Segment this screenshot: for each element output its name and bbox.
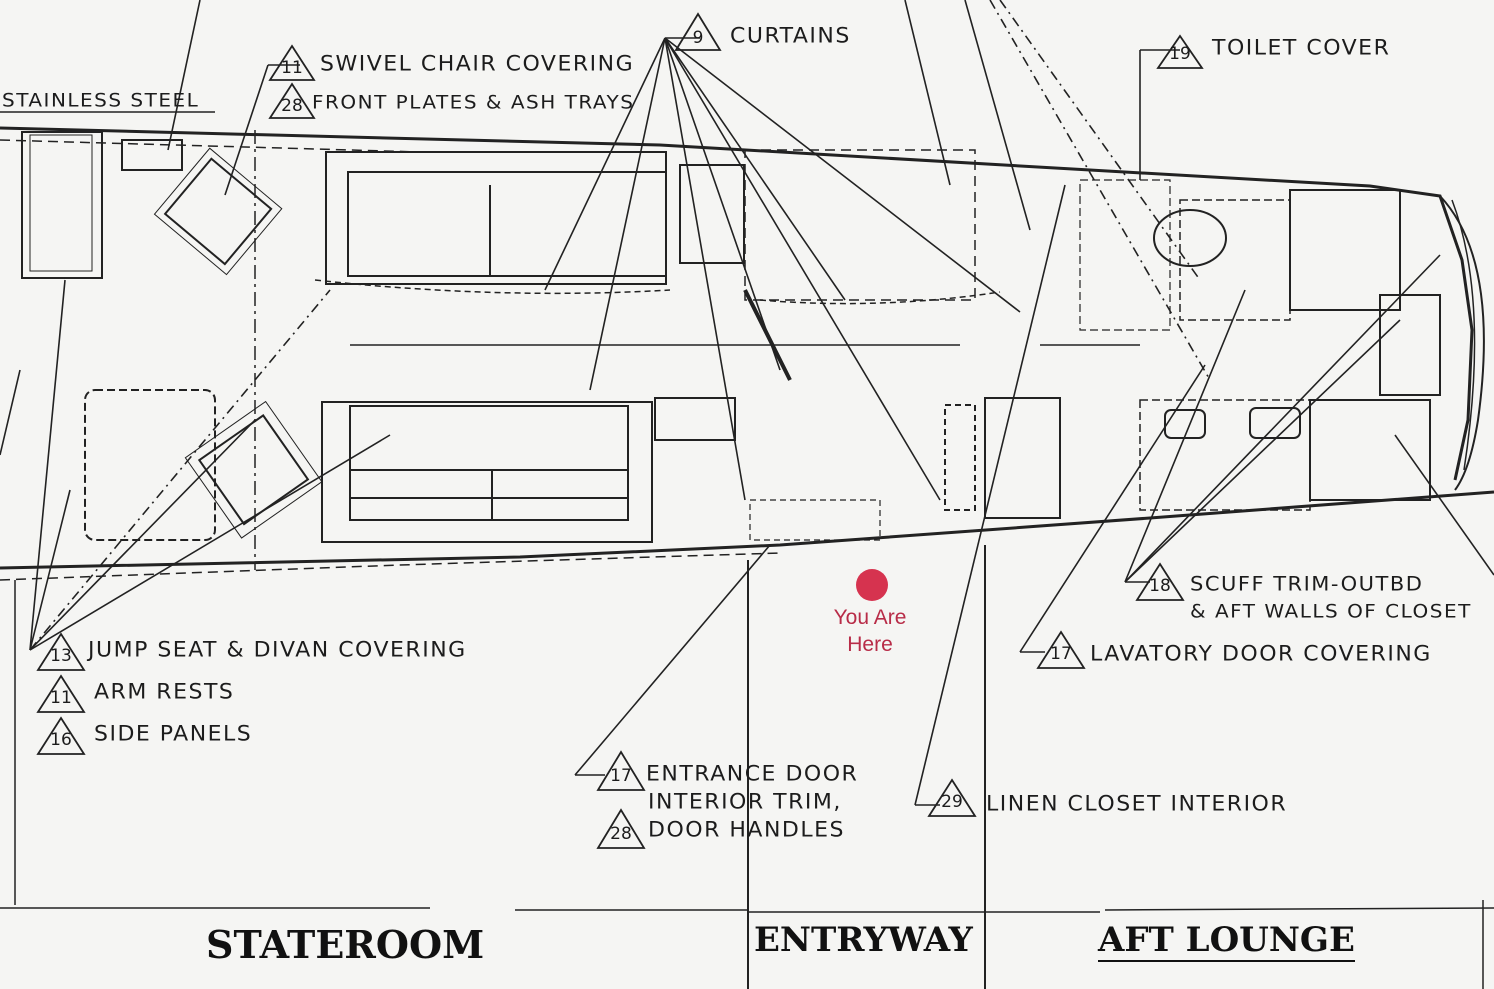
callout-num-curtains: 9 — [692, 28, 704, 48]
section-entryway: ENTRYWAY — [754, 920, 973, 960]
label-entrance-door-line1: ENTRANCE DOOR — [646, 762, 859, 787]
triangle-lavatory-door — [1036, 630, 1086, 669]
section-stateroom: STATEROOM — [206, 922, 485, 967]
label-swivel-chair-covering: SWIVEL CHAIR COVERING — [320, 52, 635, 77]
label-entrance-door-line2: INTERIOR TRIM, — [648, 790, 842, 815]
triangle-scuff-trim — [1135, 562, 1185, 601]
label-arm-rests: ARM RESTS — [94, 680, 235, 705]
callout-num-side-panels: 16 — [50, 730, 72, 750]
triangle-front-plates — [268, 82, 316, 119]
callout-num-swivel-chair: 11 — [281, 58, 303, 78]
triangle-toilet-cover — [1156, 34, 1204, 69]
callout-num-door-handles: 28 — [610, 824, 632, 844]
label-front-plates: FRONT PLATES & ASH TRAYS — [312, 90, 635, 114]
label-linen-closet: LINEN CLOSET INTERIOR — [986, 792, 1288, 817]
label-curtains: CURTAINS — [730, 24, 851, 49]
triangle-entrance-door — [596, 750, 646, 791]
triangle-side-panels — [36, 716, 86, 755]
label-stainless-steel: STAINLESS STEEL — [2, 88, 200, 112]
triangle-jump-seat — [36, 632, 86, 671]
callout-num-entrance-door: 17 — [610, 766, 632, 786]
label-lavatory-door: LAVATORY DOOR COVERING — [1090, 642, 1432, 667]
callout-num-front-plates: 28 — [281, 96, 303, 116]
callout-num-jump-seat: 13 — [50, 646, 72, 666]
leader-lines — [0, 0, 1494, 806]
triangle-curtains — [674, 12, 722, 51]
callout-triangles — [36, 12, 1204, 849]
label-scuff-trim-line2: & AFT WALLS OF CLOSET — [1190, 599, 1472, 623]
triangle-door-handles — [596, 808, 646, 849]
you-are-here-line1: You Are — [833, 606, 907, 629]
you-are-here-label: You Are Here — [810, 604, 930, 658]
triangle-arm-rests — [36, 674, 86, 713]
label-jump-seat: JUMP SEAT & DIVAN COVERING — [88, 638, 467, 663]
stateroom-furniture — [21, 131, 745, 543]
callout-num-scuff-trim: 18 — [1149, 576, 1171, 596]
triangle-linen-closet — [927, 778, 977, 817]
callout-num-toilet-cover: 19 — [1169, 44, 1191, 64]
label-side-panels: SIDE PANELS — [94, 722, 253, 747]
label-scuff-trim-line1: SCUFF TRIM-OUTBD — [1190, 572, 1424, 596]
you-are-here-line2: Here — [847, 633, 893, 656]
label-toilet-cover: TOILET COVER — [1212, 36, 1391, 61]
triangle-swivel-chair — [268, 44, 316, 81]
label-door-handles: DOOR HANDLES — [648, 818, 845, 843]
you-are-here-dot — [856, 569, 888, 601]
callout-num-linen-closet: 29 — [941, 792, 963, 812]
section-aft-lounge: AFT LOUNGE — [1098, 920, 1355, 962]
callout-num-arm-rests: 11 — [50, 688, 72, 708]
callout-num-lavatory-door: 17 — [1050, 644, 1072, 664]
